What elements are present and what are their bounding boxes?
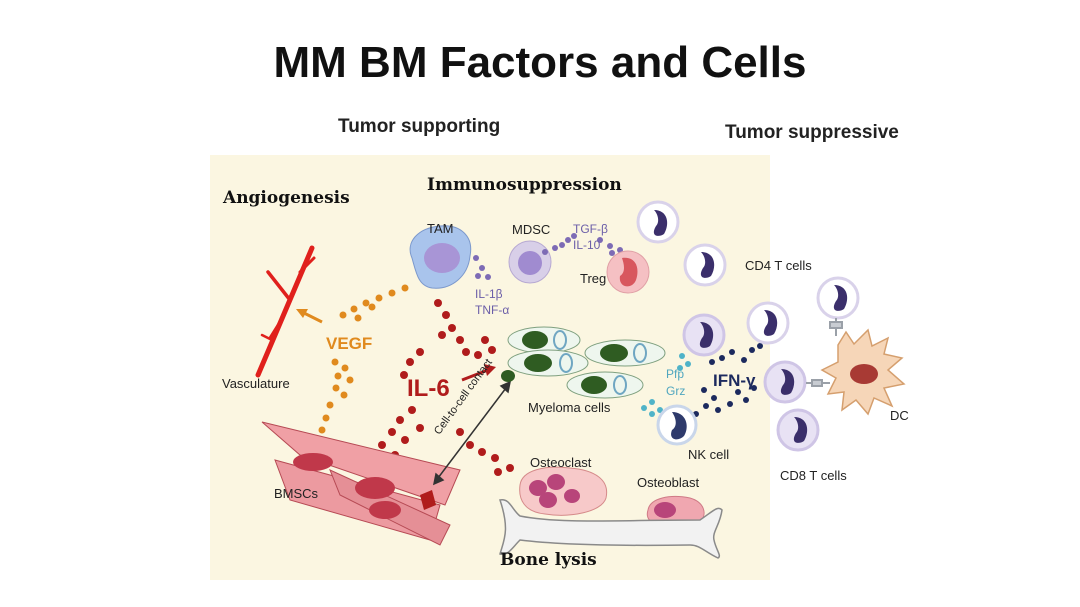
vegf-label: VEGF bbox=[326, 334, 373, 353]
cd8-t-cell-icon bbox=[776, 408, 820, 452]
tumor-suppressive-header: Tumor suppressive bbox=[725, 122, 899, 143]
treg-label: Treg bbox=[580, 271, 607, 286]
mdsc-cell-icon bbox=[508, 240, 552, 284]
tam-cell-icon bbox=[409, 225, 472, 289]
vegf-arrow-icon bbox=[296, 309, 323, 324]
nk-cell-icon bbox=[656, 404, 698, 446]
myeloma-cells-label: Myeloma cells bbox=[528, 400, 611, 415]
dendritic-cell-icon bbox=[820, 328, 906, 416]
dc-connector-icon bbox=[806, 318, 843, 387]
bone-icon bbox=[499, 499, 723, 559]
il6-label: IL-6 bbox=[407, 375, 450, 402]
vasculature-label: Vasculature bbox=[222, 376, 290, 391]
ifn-dots-icon bbox=[693, 343, 763, 417]
tam-cytokine-dots-icon bbox=[473, 255, 491, 280]
tumor-supporting-header: Tumor supporting bbox=[338, 116, 501, 137]
dc-label: DC bbox=[890, 408, 909, 423]
pfp-label: Pfp bbox=[666, 367, 685, 381]
grz-label: Grz bbox=[666, 384, 686, 398]
vasculature-icon bbox=[255, 245, 316, 378]
osteoclast-icon bbox=[519, 466, 608, 516]
bmsc-cells-icon bbox=[261, 421, 461, 546]
bmscs-label: BMSCs bbox=[274, 486, 319, 501]
slide-title: MM BM Factors and Cells bbox=[273, 38, 807, 87]
myeloma-cells-icon bbox=[501, 326, 666, 399]
bone-lysis-label: Bone lysis bbox=[500, 550, 597, 570]
cell-contact-arrow-icon bbox=[432, 380, 512, 486]
ifn-gamma-label: IFN-γ bbox=[713, 371, 756, 390]
cd4-t-cells-label: CD4 T cells bbox=[745, 258, 812, 273]
t-cell-icon bbox=[816, 276, 860, 320]
cd4-t-cell-icon bbox=[683, 243, 727, 287]
tnfa-label: TNF-α bbox=[475, 303, 510, 317]
angiogenesis-label: Angiogenesis bbox=[223, 188, 350, 208]
vegf-dots-icon bbox=[314, 284, 409, 446]
t-cell-icon bbox=[636, 200, 680, 244]
t-cell-icon bbox=[682, 313, 726, 357]
osteoclast-label: Osteoclast bbox=[530, 455, 592, 470]
immunosuppression-label: Immunosuppression bbox=[427, 175, 622, 195]
t-cell-icon bbox=[746, 301, 790, 345]
mdsc-label: MDSC bbox=[512, 222, 551, 237]
il10-label: IL-10 bbox=[573, 238, 601, 252]
tgfb-label: TGF-β bbox=[573, 222, 608, 236]
tam-label: TAM bbox=[427, 221, 454, 236]
il1b-label: IL-1β bbox=[475, 287, 503, 301]
cd8-t-cell-icon bbox=[763, 360, 807, 404]
nk-cell-label: NK cell bbox=[688, 447, 730, 462]
il6-arrow-icon bbox=[461, 364, 496, 382]
osteoblast-label: Osteoblast bbox=[637, 475, 700, 490]
perforin-dots-icon bbox=[641, 353, 691, 417]
cd8-t-cells-label: CD8 T cells bbox=[780, 468, 847, 483]
treg-cell-icon bbox=[606, 250, 650, 294]
mdsc-cytokine-dots-icon bbox=[542, 233, 623, 256]
